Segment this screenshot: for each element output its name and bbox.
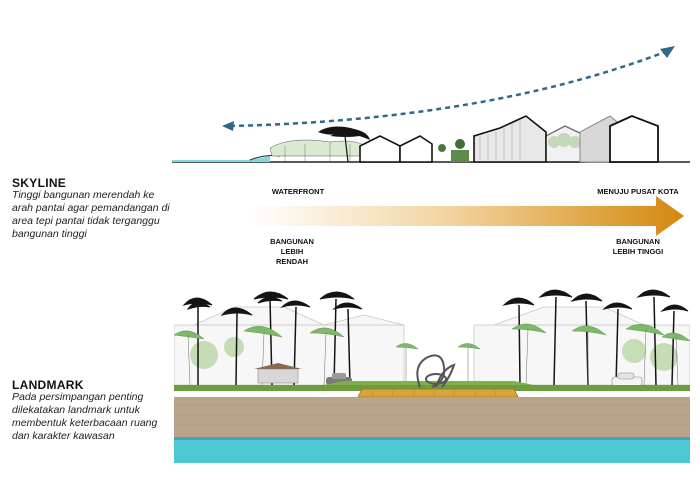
palm-tree-icon [174,323,690,386]
building-mid [473,115,547,163]
skyline-title: SKYLINE [12,176,67,190]
dashed-arrow-icon [229,48,671,128]
landmark-section-illustration [174,289,690,463]
water [174,437,690,463]
skyline-section-illustration [172,46,690,163]
landmark-title: LANDMARK [12,378,84,392]
building-tall [609,115,659,163]
palm-tree-icon [269,139,371,162]
palm-tree-icon [182,289,689,386]
building-low [359,135,401,163]
landmark-sculpture-icon [416,354,456,388]
gradient-arrow-icon [248,196,684,236]
gazebo-icon [254,363,302,384]
landmark-description: Pada persimpangan penting dilekatakan la… [12,391,158,442]
palm-tree-icon [318,126,370,163]
arrow-right-label: MENUJU PUSAT KOTA [597,187,679,196]
arrow-left-label: WATERFRONT [271,187,325,196]
landmark-deck [357,388,519,398]
arrow-right-sub-label: BANGUNAN LEBIH TINGGI [612,237,664,256]
skyline-description: Tinggi bangunan merendah ke arah pantai … [12,189,170,240]
arrow-left-sub-label: BANGUNAN LEBIH RENDAH [270,237,314,266]
